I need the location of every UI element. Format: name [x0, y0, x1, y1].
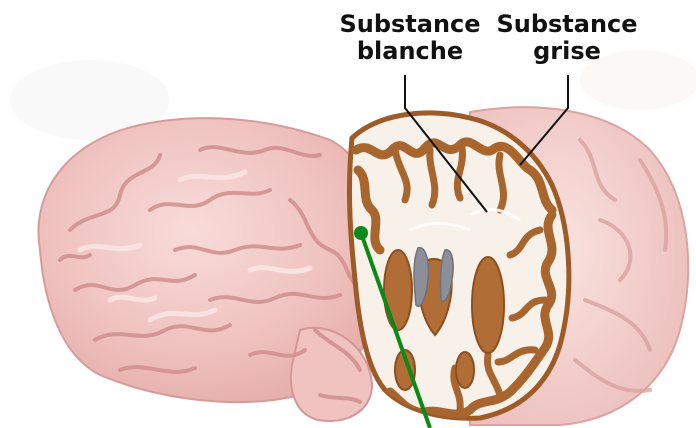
label-grey-matter-line2: grise — [492, 38, 642, 65]
label-grey-matter-line1: Substance — [492, 11, 642, 38]
pointer-dot — [354, 226, 368, 240]
label-grey-matter: Substance grise — [492, 11, 642, 65]
label-white-matter: Substance blanche — [330, 11, 490, 65]
coronal-section — [349, 113, 568, 418]
label-white-matter-line1: Substance — [330, 11, 490, 38]
label-white-matter-line2: blanche — [330, 38, 490, 65]
